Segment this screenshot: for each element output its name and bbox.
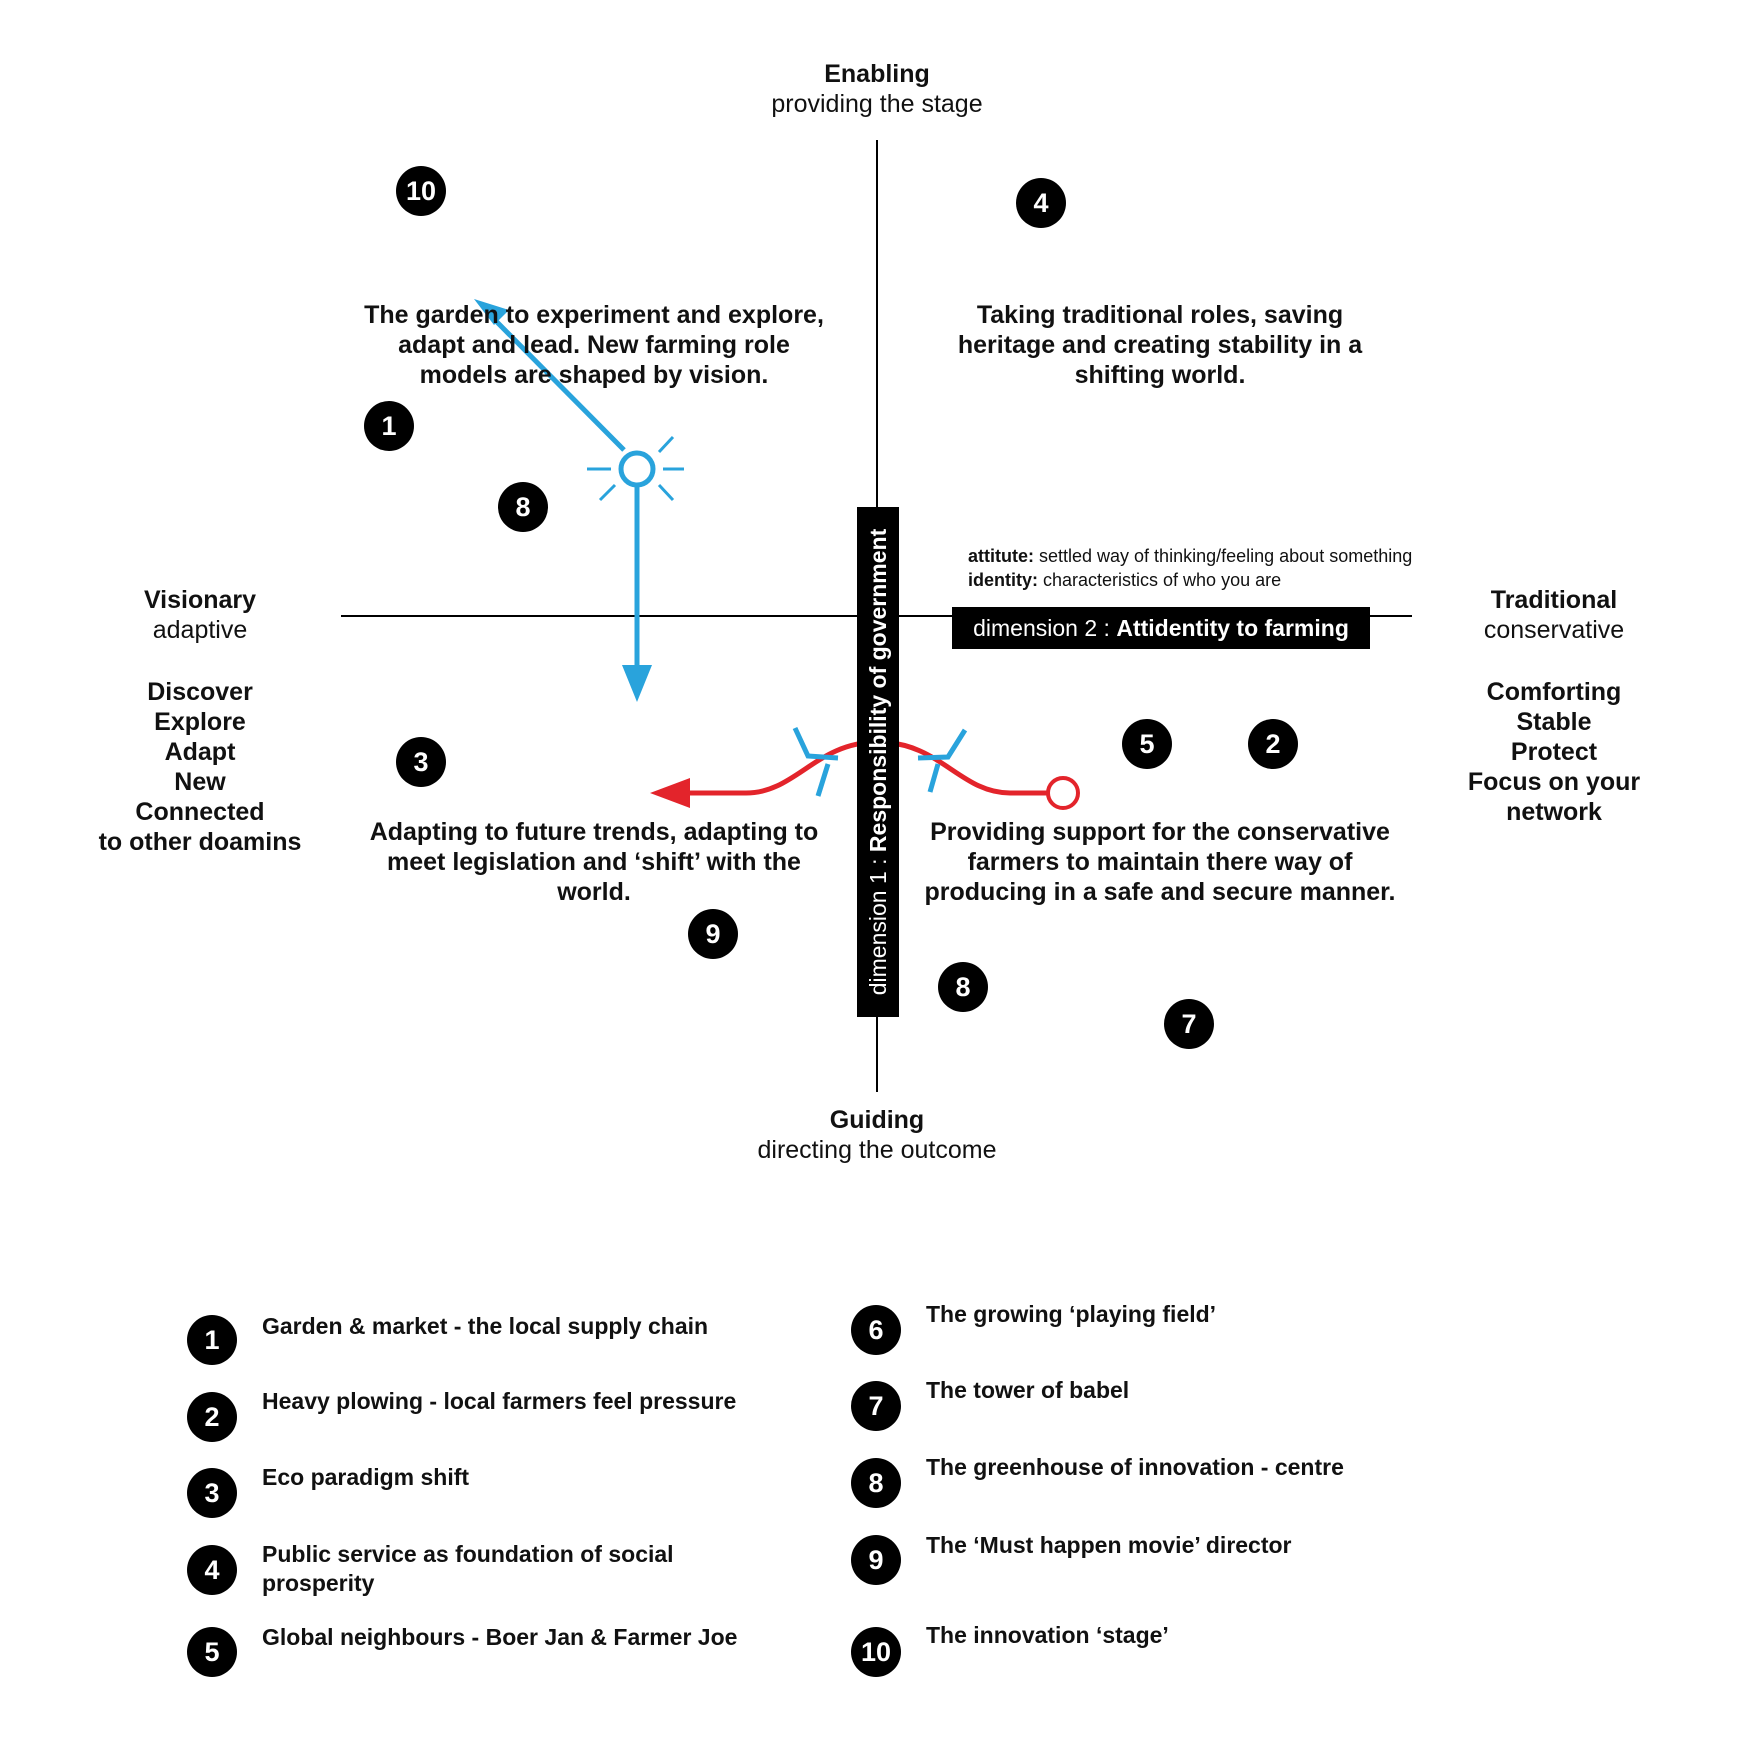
axis-right-keyword: Focus on your (1467, 768, 1641, 796)
dimension-2-prefix: dimension 2 : (973, 615, 1117, 641)
axis-top-subtitle: providing the stage (771, 89, 983, 118)
definitions-note: attitute: settled way of thinking/feelin… (968, 544, 1412, 592)
definition-identity: identity: characteristics of who you are (968, 568, 1412, 592)
legend-label: Eco paradigm shift (262, 1464, 470, 1490)
dimension-1-prefix: dimension 1 : (865, 852, 891, 996)
definition-term: attitute: (968, 546, 1034, 566)
scenario-marker: 1 (364, 401, 414, 451)
scenario-marker: 5 (1122, 719, 1172, 769)
scenario-marker: 3 (396, 737, 446, 787)
red-origin-circle (1046, 776, 1080, 810)
axis-right-title: Traditional (1490, 586, 1618, 614)
axis-bottom-title: Guiding (829, 1106, 925, 1134)
axis-left-keyword: New (174, 768, 226, 796)
scenario-marker: 10 (396, 166, 446, 216)
blue-shift-arrows (488, 313, 684, 670)
legend-label: The growing ‘playing field’ (926, 1301, 1217, 1327)
legend-number: 4 (187, 1545, 237, 1595)
legend-number: 8 (851, 1458, 901, 1508)
dimension-1-label: dimension 1 : Responsibility of governme… (857, 507, 899, 1017)
blue-sparkle-rays (587, 435, 684, 502)
blue-arrow-to-topleft (488, 313, 626, 452)
legend-label: Public service as foundation of social p… (262, 1541, 674, 1596)
quadrant-line: adapt and lead. New farming role (398, 331, 790, 359)
quadrant-top-left-text: The garden to experiment and explore, ad… (334, 300, 854, 390)
axis-right-keyword: Comforting (1486, 678, 1622, 706)
legend-number: 10 (851, 1627, 901, 1677)
axis-left-keyword: to other doamins (98, 828, 302, 856)
axis-left-keyword: Adapt (164, 738, 236, 766)
quadrant-line: Adapting to future trends, adapting to (369, 818, 819, 846)
legend-label: The ‘Must happen movie’ director (926, 1532, 1292, 1558)
quadrant-line: models are shaped by vision. (419, 361, 769, 389)
definition-text: characteristics of who you are (1038, 570, 1282, 590)
quadrant-line: shifting world. (1074, 361, 1246, 389)
legend-label: The greenhouse of innovation - centre (926, 1454, 1344, 1480)
legend-number: 7 (851, 1381, 901, 1431)
scenario-marker: 8 (938, 962, 988, 1012)
legend-label: The innovation ‘stage’ (926, 1622, 1169, 1648)
axis-left-subtitle: adaptive (152, 616, 248, 644)
legend-label: Garden & market - the local supply chain (262, 1313, 709, 1339)
dimension-2-name: Attidentity to farming (1116, 615, 1349, 641)
quadrant-line: world. (557, 878, 631, 906)
scenario-marker: 9 (688, 909, 738, 959)
axis-right-subtitle: conservative (1483, 616, 1625, 644)
quadrant-line: Providing support for the conservative (930, 818, 1390, 846)
definition-term: identity: (968, 570, 1038, 590)
legend-label: Heavy plowing - local farmers feel press… (262, 1388, 737, 1414)
axis-right-keyword: Stable (1516, 708, 1592, 736)
dimension-2-label: dimension 2 : Attidentity to farming (952, 607, 1370, 649)
quadrant-line: meet legislation and ‘shift’ with the (387, 848, 801, 876)
scenario-marker: 2 (1248, 719, 1298, 769)
dimension-1-name: Responsibility of government (865, 528, 891, 853)
legend-label: The tower of babel (926, 1377, 1130, 1403)
scenario-marker: 7 (1164, 999, 1214, 1049)
blue-arrowhead-topleft (474, 299, 509, 325)
axis-left-keyword: Explore (154, 708, 246, 736)
legend-number: 1 (187, 1315, 237, 1365)
quadrant-bottom-left-text: Adapting to future trends, adapting to m… (334, 817, 854, 907)
axis-right-keyword: network (1506, 798, 1602, 826)
scenario-marker: 8 (498, 482, 548, 532)
definition-attitude: attitute: settled way of thinking/feelin… (968, 544, 1412, 568)
axis-right-label: Traditional conservative Comforting Stab… (1424, 585, 1684, 827)
quadrant-line: producing in a safe and secure manner. (924, 878, 1396, 906)
axis-left-title: Visionary (143, 586, 257, 614)
axis-left-label: Visionary adaptive Discover Explore Adap… (70, 585, 330, 857)
blue-arrowhead-down (622, 665, 652, 702)
definition-text: settled way of thinking/feeling about so… (1034, 546, 1413, 566)
blue-origin-circle (618, 450, 656, 488)
quadrant-line: Taking traditional roles, saving (976, 301, 1344, 329)
legend-number: 9 (851, 1535, 901, 1585)
quadrant-bottom-right-text: Providing support for the conservative f… (900, 817, 1420, 907)
legend-number: 2 (187, 1392, 237, 1442)
axis-bottom-label: Guiding directing the outcome (727, 1106, 1027, 1165)
axis-left-keyword: Discover (147, 678, 253, 706)
quadrant-line: farmers to maintain there way of (967, 848, 1353, 876)
legend-number: 5 (187, 1627, 237, 1677)
quadrant-line: heritage and creating stability in a (957, 331, 1363, 359)
quadrant-line: The garden to experiment and explore, (364, 301, 824, 329)
axis-top-label: Enabling providing the stage (727, 60, 1027, 119)
axis-top-title: Enabling (824, 60, 930, 88)
axis-bottom-subtitle: directing the outcome (757, 1135, 997, 1164)
scenario-marker: 4 (1016, 178, 1066, 228)
legend-label: Global neighbours - Boer Jan & Farmer Jo… (262, 1624, 738, 1650)
red-arrowhead (650, 778, 690, 808)
axis-right-keyword: Protect (1510, 738, 1598, 766)
legend-number: 3 (187, 1468, 237, 1518)
blue-compression-marks (792, 726, 968, 797)
legend-number: 6 (851, 1305, 901, 1355)
quadrant-top-right-text: Taking traditional roles, saving heritag… (900, 300, 1420, 390)
axis-left-keyword: Connected (135, 798, 265, 826)
